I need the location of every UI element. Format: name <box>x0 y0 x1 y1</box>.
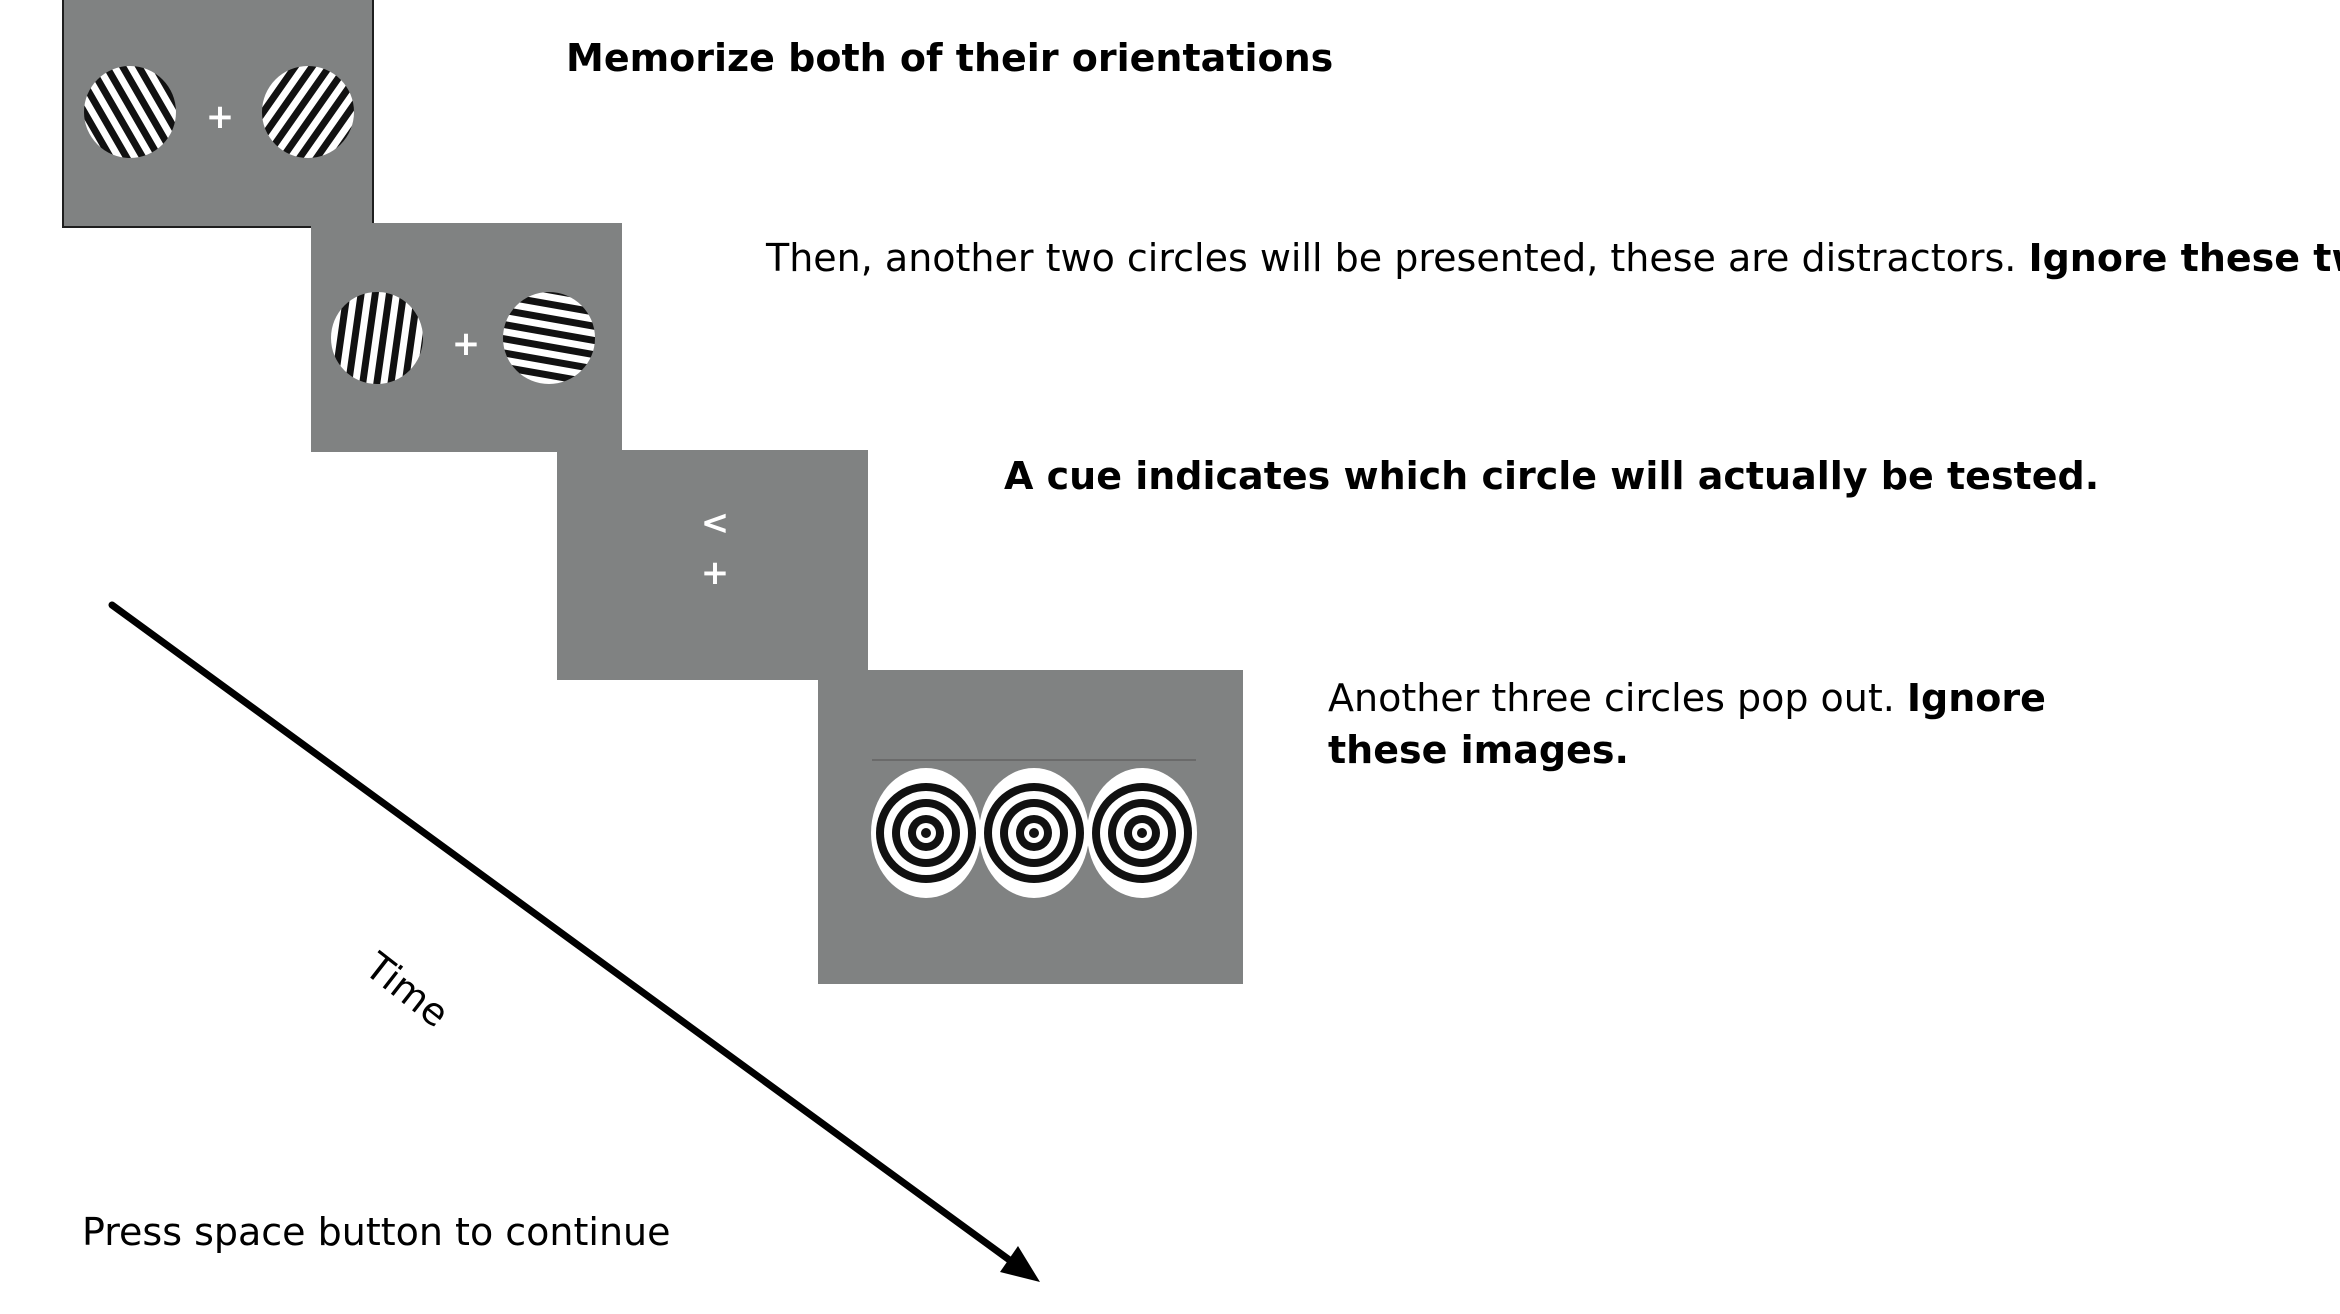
grating-horizontal-circle <box>503 292 595 384</box>
stimulus-frame-4 <box>818 670 1243 984</box>
grating-right-circle <box>262 66 354 158</box>
frame-2-stimuli <box>331 292 595 384</box>
instruction-step-4-text: Another three circles pop out. <box>1328 676 1907 720</box>
instruction-step-2-bold: Ignore these two. <box>2028 236 2340 280</box>
instruction-step-4-bold: Ignore these images. <box>1328 676 2046 772</box>
time-arrow-head <box>1000 1246 1040 1282</box>
instruction-step-3: A cue indicates which circle will actual… <box>1004 450 2099 502</box>
continue-prompt: Press space button to continue <box>82 1210 671 1254</box>
instruction-step-1-bold: Memorize both of their orientations <box>566 36 1334 80</box>
instruction-step-2-text: Then, another two circles will be presen… <box>766 236 2029 280</box>
stimulus-frame-1: + <box>62 0 374 228</box>
cue-arrow: < <box>700 503 730 543</box>
fixation-cross: + <box>700 553 730 593</box>
concentric-ring-3 <box>1087 768 1197 898</box>
concentric-ring-2 <box>979 768 1089 898</box>
fixation-cross: + <box>451 324 481 364</box>
grating-vertical-circle <box>331 292 423 384</box>
grating-left-circle <box>84 66 176 158</box>
frame-4-stimuli <box>871 759 1197 898</box>
instruction-step-2: Then, another two circles will be presen… <box>766 232 2340 284</box>
fixation-cross: + <box>205 97 235 137</box>
stimulus-frame-3: < + <box>557 450 868 680</box>
concentric-ring-1 <box>871 768 981 898</box>
instruction-step-4: Another three circles pop out. Ignore th… <box>1328 672 2148 776</box>
instruction-step-1: Memorize both of their orientations <box>566 32 1333 84</box>
stimulus-frame-2: + <box>311 223 622 452</box>
frame-1-stimuli <box>84 66 354 158</box>
instruction-step-3-bold: A cue indicates which circle will actual… <box>1004 454 2100 498</box>
